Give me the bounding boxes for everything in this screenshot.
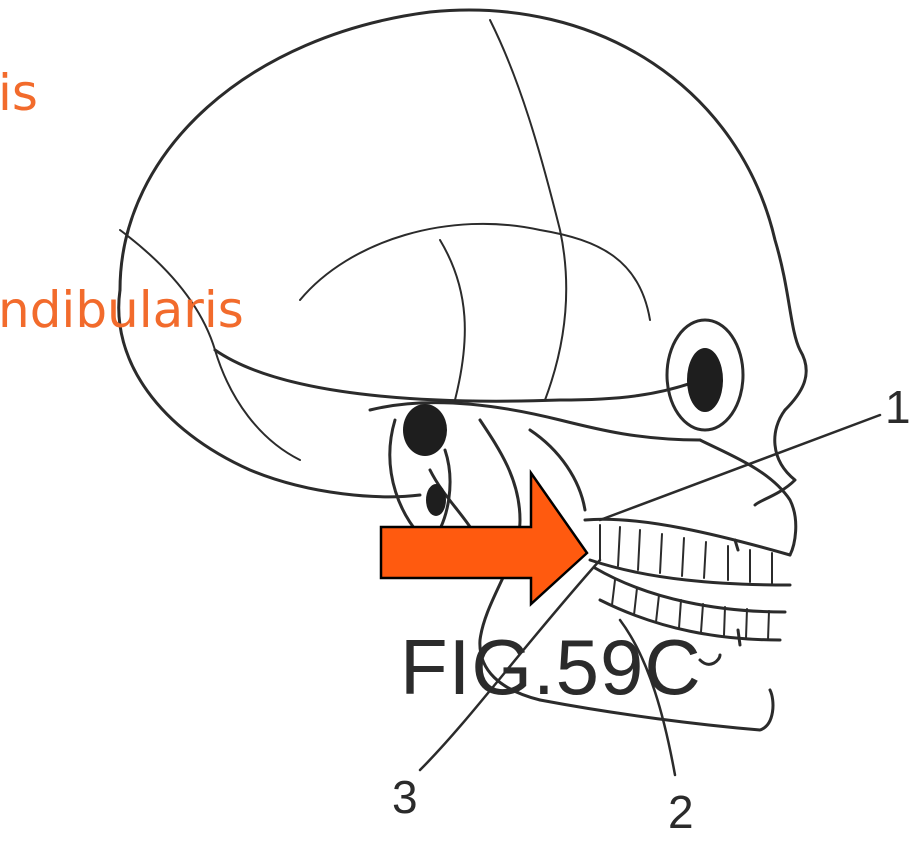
- overlay-text-top: is: [0, 68, 38, 118]
- figure-caption: FIG.59C: [400, 622, 702, 713]
- overlay-text-middle: ndibularis: [0, 285, 244, 335]
- label-2: 2: [668, 785, 694, 839]
- label-1: 1: [885, 380, 911, 434]
- arrow-shape: [381, 473, 587, 604]
- label-3: 3: [392, 770, 418, 824]
